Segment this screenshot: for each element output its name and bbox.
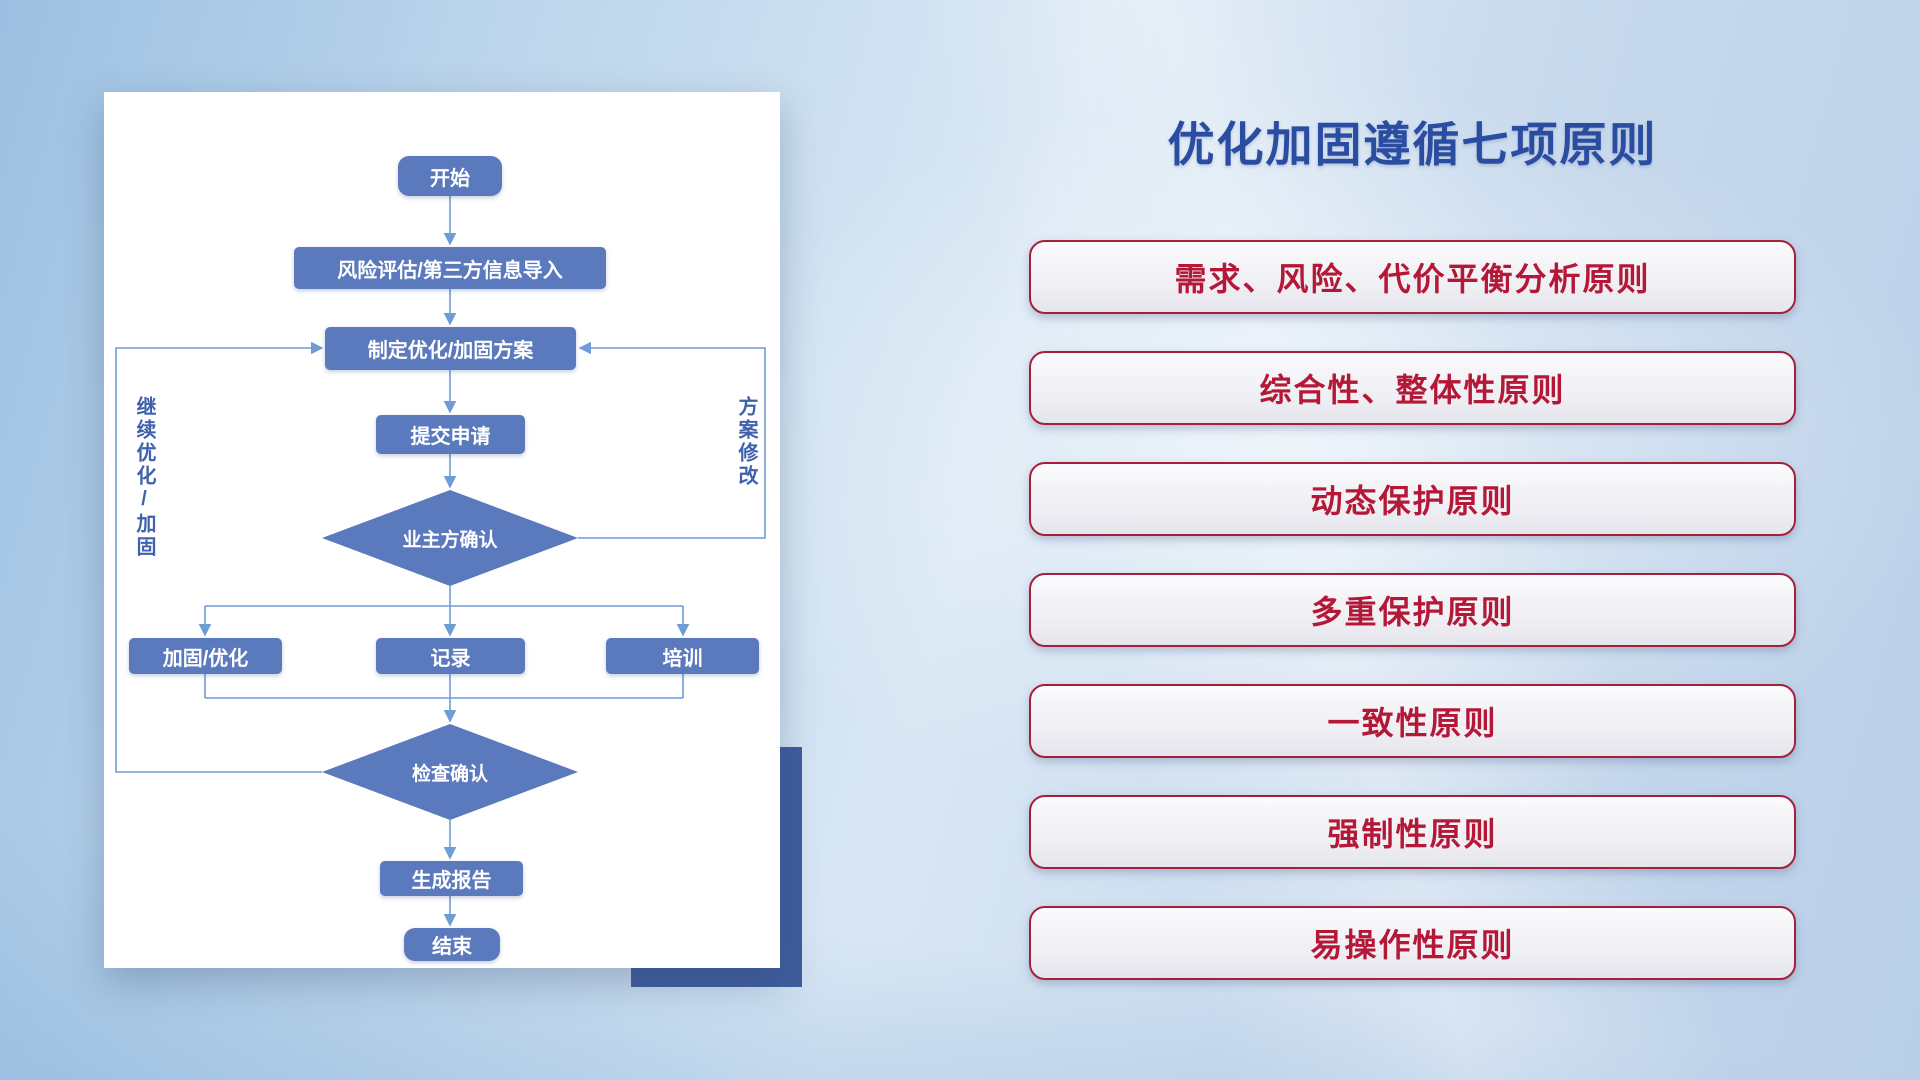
- principle-item-6: 强制性原则: [1029, 795, 1796, 869]
- flow-node-submit: 提交申请: [376, 415, 525, 454]
- flow-node-end: 结束: [404, 928, 500, 961]
- principle-item-5: 一致性原则: [1029, 684, 1796, 758]
- loop-label-plan-revision: 方案修改: [735, 396, 757, 488]
- principle-item-2: 综合性、整体性原则: [1029, 351, 1796, 425]
- flow-node-reinforce-optimize: 加固/优化: [129, 638, 282, 674]
- flow-node-record: 记录: [376, 638, 525, 674]
- flow-node-start: 开始: [398, 156, 502, 196]
- principle-item-7: 易操作性原则: [1029, 906, 1796, 980]
- flow-node-risk-import: 风险评估/第三方信息导入: [294, 247, 606, 289]
- principle-item-1: 需求、风险、代价平衡分析原则: [1029, 240, 1796, 314]
- loop-label-continue-optimize: 继续优化/加固: [133, 396, 155, 559]
- flow-node-generate-report: 生成报告: [380, 861, 523, 896]
- principle-item-3: 动态保护原则: [1029, 462, 1796, 536]
- flow-node-training: 培训: [606, 638, 759, 674]
- page-title: 优化加固遵循七项原则: [1167, 118, 1658, 171]
- principle-item-4: 多重保护原则: [1029, 573, 1796, 647]
- flow-node-make-plan: 制定优化/加固方案: [325, 327, 576, 370]
